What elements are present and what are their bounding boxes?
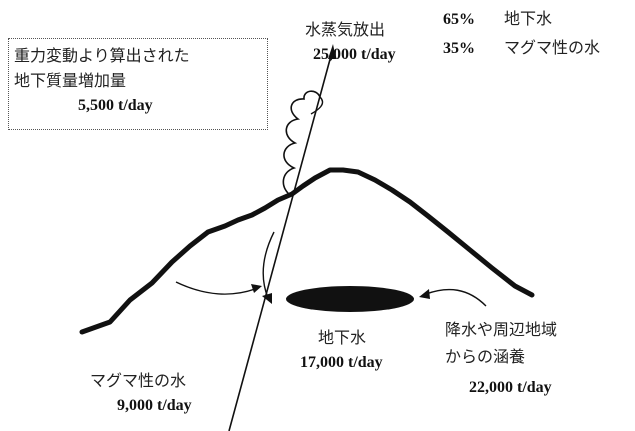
recharge-value: 22,000 t/day [469,379,552,396]
mountain-outline [79,167,535,335]
groundwater-reservoir [286,286,414,312]
gravity-mass-increase-box [8,38,268,130]
recharge-line1: 降水や周辺地域 [445,320,558,339]
recharge-line2: からの涵養 [445,347,526,366]
gravity-box-line1: 重力変動より算出された [14,46,190,65]
magma-conduit-line [228,51,333,431]
steam-up-arrow-icon [328,44,336,59]
composition-percent-2: 35% [443,40,475,57]
groundwater-label: 地下水 [318,328,367,347]
magmatic-water-value: 9,000 t/day [117,397,192,414]
composition-label-2: マグマ性の水 [504,38,601,57]
recharge-arrow [425,288,487,307]
inflow-arrow-left [175,281,256,295]
steam-label: 水蒸気放出 [305,20,386,39]
steam-value: 25,000 t/day [313,46,396,63]
gravity-box-value: 5,500 t/day [78,97,153,114]
composition-percent-1: 65% [443,11,475,28]
steam-plume-icon [282,90,321,197]
composition-label-1: 地下水 [504,9,553,28]
groundwater-value: 17,000 t/day [300,354,383,371]
magmatic-water-label: マグマ性の水 [90,371,187,390]
inflow-arrow-center [262,231,275,299]
gravity-box-line2: 地下質量増加量 [14,71,127,90]
